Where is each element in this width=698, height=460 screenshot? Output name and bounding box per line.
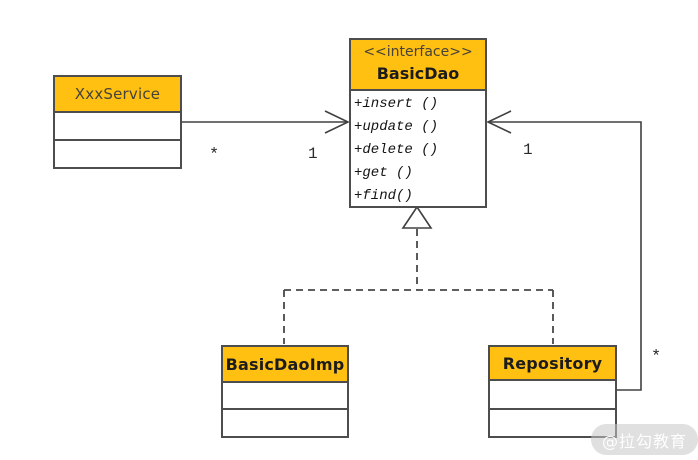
attributes-compartment bbox=[55, 113, 180, 141]
method-item: +find() bbox=[354, 188, 413, 204]
method-item: +get () bbox=[354, 165, 413, 181]
class-header: XxxService bbox=[55, 77, 180, 113]
interface-header: <<interface>> BasicDao bbox=[351, 40, 485, 91]
interface-title: BasicDao bbox=[376, 64, 460, 83]
open-arrowhead-icon-left bbox=[324, 110, 350, 134]
class-box-xxxservice: XxxService bbox=[53, 75, 182, 169]
class-title: BasicDaoImp bbox=[225, 354, 345, 374]
multiplicity-label-dao-right: 1 bbox=[523, 141, 533, 159]
attributes-compartment bbox=[490, 381, 615, 410]
method-item: +insert () bbox=[354, 96, 439, 112]
operations-compartment bbox=[223, 410, 347, 436]
operations-compartment: +insert () +update () +delete () +get ()… bbox=[351, 91, 485, 208]
class-box-repository: Repository bbox=[488, 345, 617, 438]
open-arrowhead-icon-right bbox=[486, 110, 512, 134]
method-item: +update () bbox=[354, 119, 439, 135]
class-header: BasicDaoImp bbox=[223, 347, 347, 383]
attributes-compartment bbox=[223, 383, 347, 410]
multiplicity-label-dao-left: 1 bbox=[308, 145, 318, 163]
method-item: +delete () bbox=[354, 142, 439, 158]
operations-compartment bbox=[55, 141, 180, 167]
multiplicity-label-repository-side: * bbox=[651, 348, 662, 367]
watermark-badge: @拉勾教育 bbox=[591, 424, 698, 455]
class-title: XxxService bbox=[74, 85, 161, 103]
class-title: Repository bbox=[502, 353, 603, 373]
realization-triangle-icon bbox=[401, 205, 433, 229]
multiplicity-label-service-side: * bbox=[209, 146, 220, 165]
interface-box-basicdao: <<interface>> BasicDao +insert () +updat… bbox=[349, 38, 487, 208]
association-line-repository-dao bbox=[489, 121, 642, 391]
class-header: Repository bbox=[490, 347, 615, 381]
class-box-basicdaoimp: BasicDaoImp bbox=[221, 345, 349, 438]
interface-stereotype: <<interface>> bbox=[363, 44, 473, 60]
